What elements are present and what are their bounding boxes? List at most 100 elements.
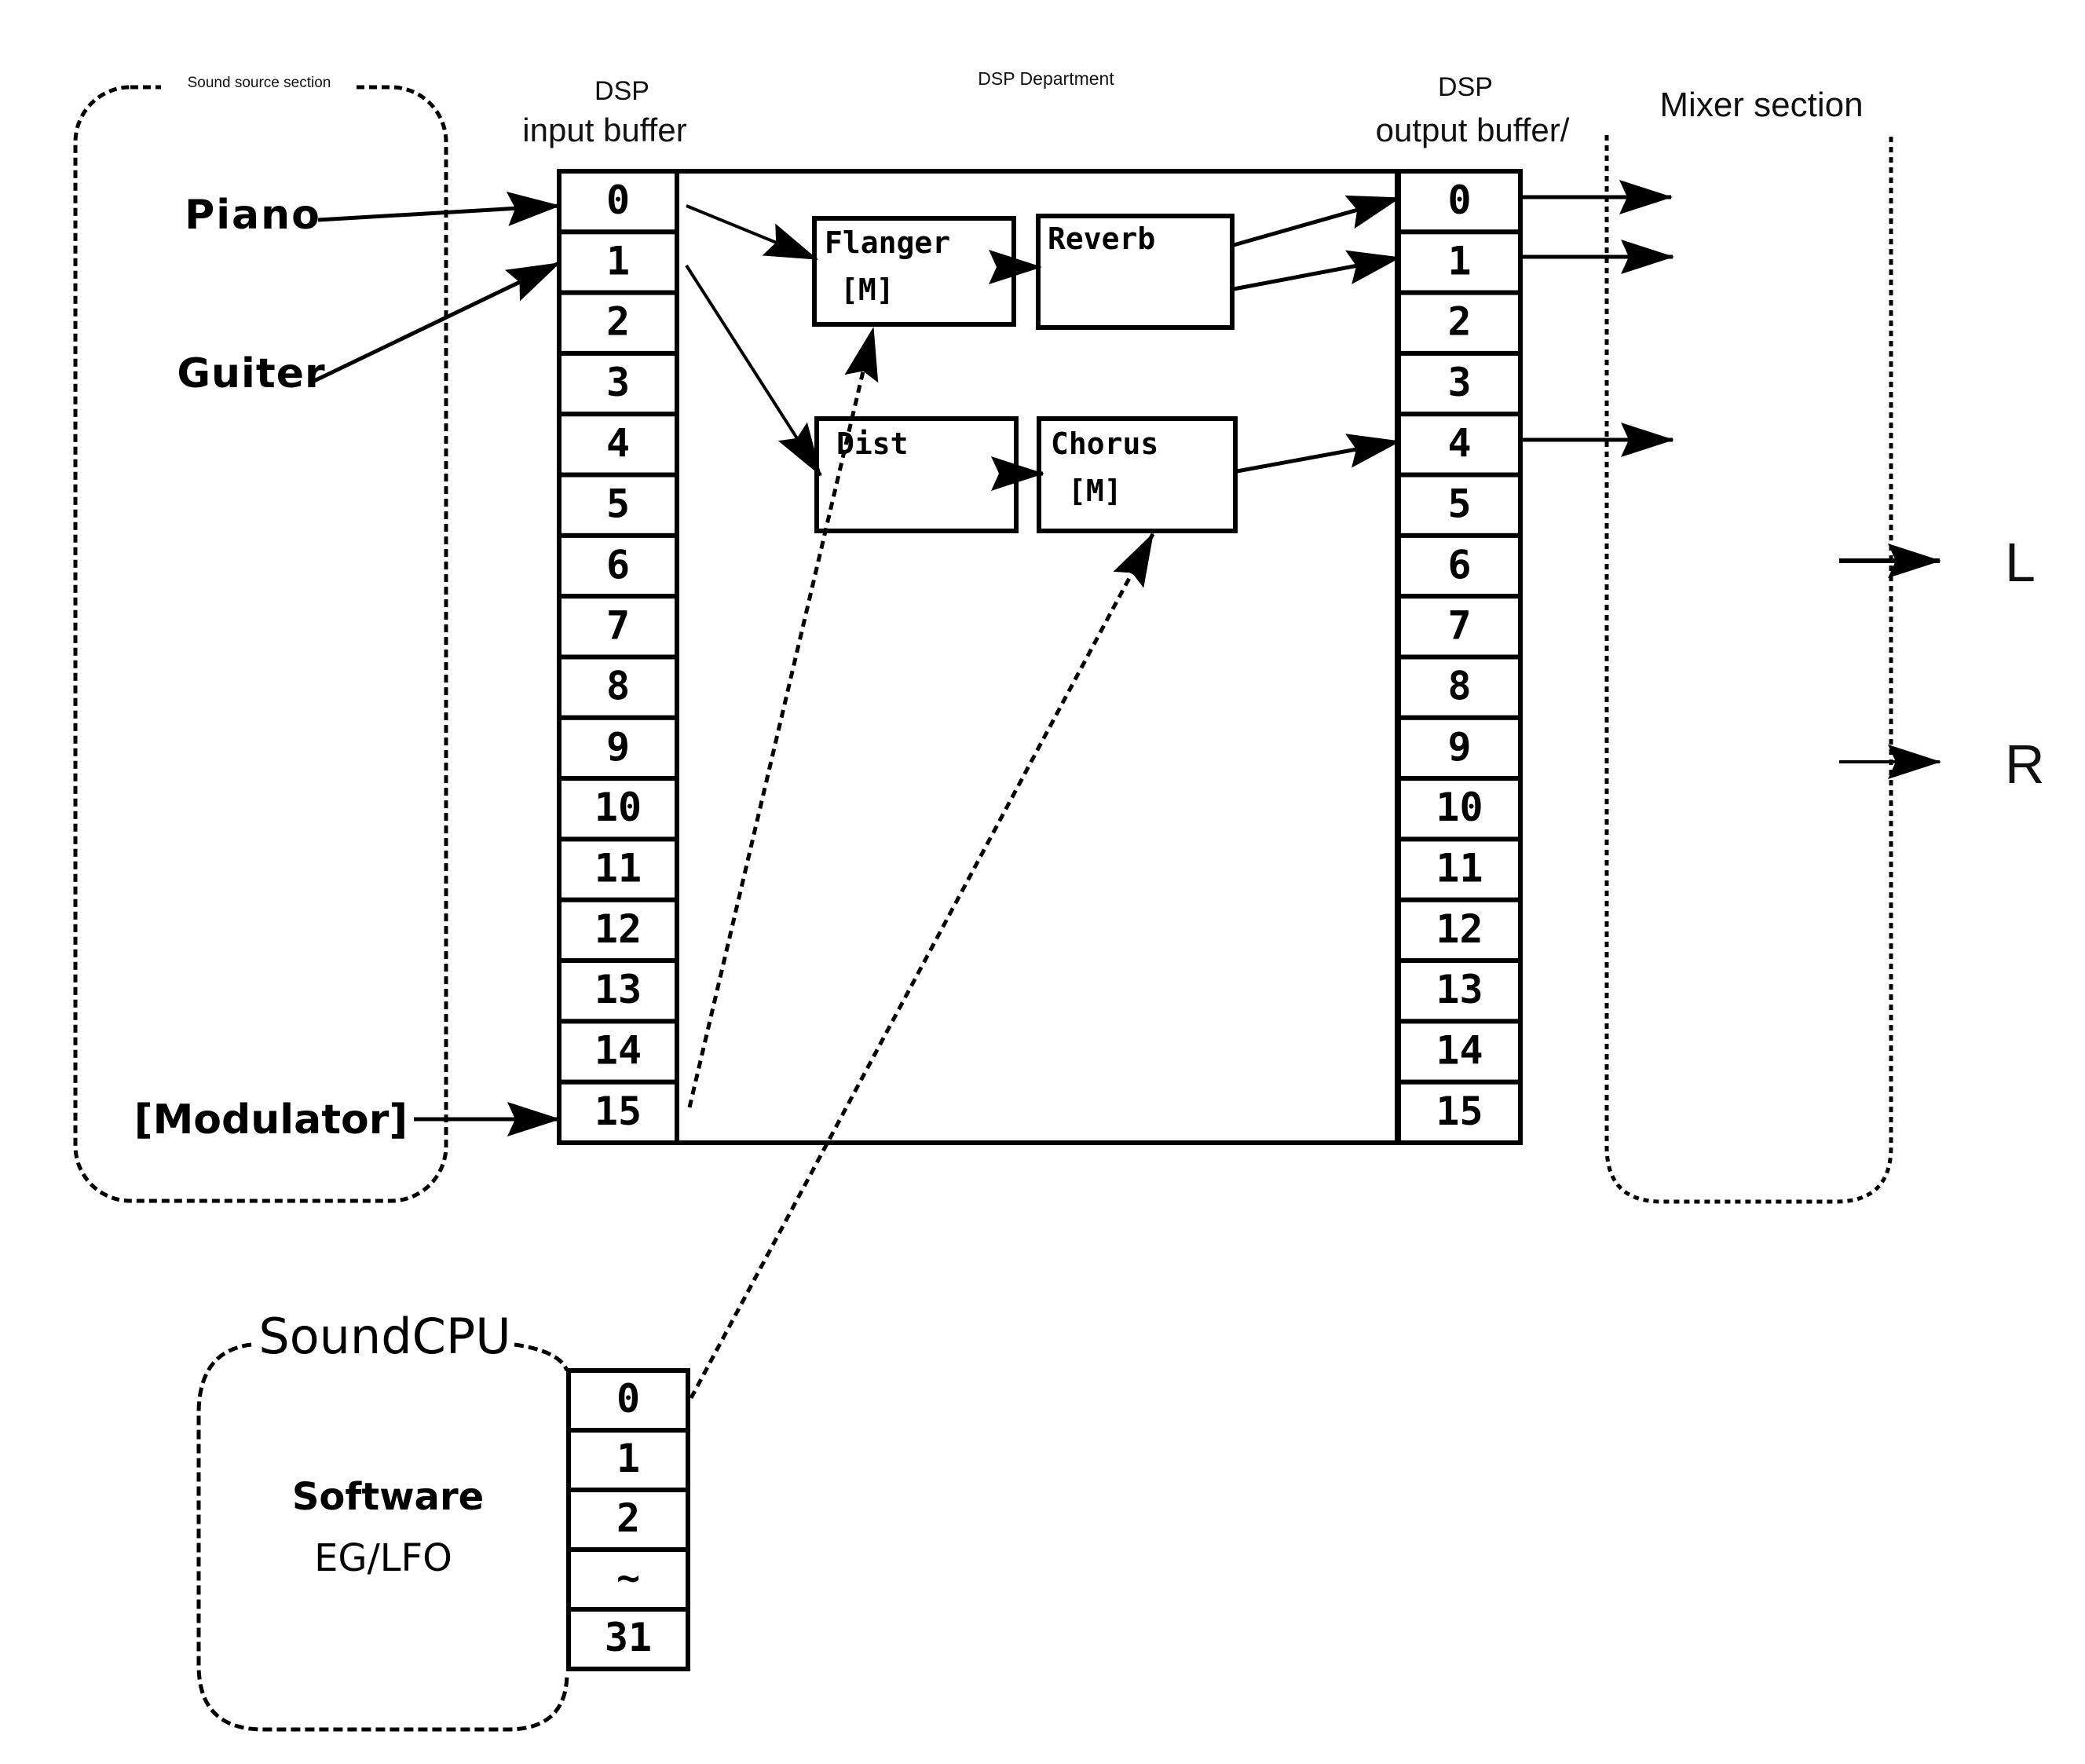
output-buffer-cell-label: 4 [1447,420,1471,466]
output-buffer-cell-box[interactable] [1396,1079,1523,1145]
mixer-border [1604,135,1893,1204]
input-buffer-cell[interactable]: 4 [557,412,679,478]
processor-flanger[interactable]: Flanger [M] [812,216,1016,327]
input-buffer-cell-label: 14 [594,1027,642,1073]
processor-reverb[interactable]: Reverb [1036,214,1235,330]
output-buffer-cell-label: 10 [1436,785,1483,830]
input-buffer-cell[interactable]: 5 [557,472,679,538]
source-piano-label: Piano [185,192,321,239]
output-buffer-cell[interactable]: 5 [1396,472,1523,538]
cpu-buffer-cell[interactable]: 2 [566,1488,690,1552]
dist-box[interactable] [814,416,1019,533]
input-buffer-cell[interactable]: 9 [557,715,679,781]
input-buffer-cell-box[interactable] [557,169,679,235]
input-buffer-cell-box[interactable] [557,532,679,599]
input-buffer-cell-box[interactable] [557,836,679,902]
sound-cpu-label: SoundCPU [258,1308,510,1365]
output-buffer-cell-box[interactable] [1396,594,1523,660]
output-buffer-cell[interactable]: 3 [1396,350,1523,417]
output-buffer-cell[interactable]: 14 [1396,1019,1523,1085]
input-buffer-cell-box[interactable] [557,715,679,781]
output-buffer-cell[interactable]: 7 [1396,594,1523,660]
input-buffer-cell-label: 5 [606,481,630,527]
output-buffer-label-line1: DSP [1438,72,1493,102]
input-buffer-cell[interactable]: 3 [557,350,679,417]
input-buffer-cell-label: 12 [594,906,642,952]
output-buffer-cell[interactable]: 10 [1396,776,1523,842]
cpu-buffer-cell-label: 0 [616,1376,640,1422]
processor-dist[interactable]: Dist [814,416,1019,533]
cpu-buffer-cell[interactable]: 31 [566,1607,690,1671]
cpu-buffer-cell[interactable]: 1 [566,1428,690,1492]
input-buffer-cell-label: 9 [606,724,630,770]
flanger-label: Flanger [825,225,950,260]
output-buffer-cell[interactable]: 13 [1396,958,1523,1024]
output-buffer-cell-box[interactable] [1396,715,1523,781]
output-buffer-cell-label: 8 [1447,664,1471,709]
output-buffer-cell[interactable]: 6 [1396,532,1523,599]
input-buffer-cell-box[interactable] [557,958,679,1024]
output-buffer-cell[interactable]: 11 [1396,836,1523,902]
arrow-piano-to-input-0 [317,191,561,226]
input-buffer-cell-box[interactable] [557,350,679,417]
sound-cpu-content-line1: Software [292,1475,484,1519]
flanger-box[interactable] [812,216,1016,327]
output-buffer-cell[interactable]: 4 [1396,412,1523,478]
output-buffer-cell-box[interactable] [1396,776,1523,842]
input-buffer-cell[interactable]: 2 [557,290,679,356]
output-buffer-cell[interactable]: 12 [1396,897,1523,964]
output-buffer-label-line2: output buffer/ [1376,112,1570,148]
input-buffer-cell-label: 0 [606,177,630,223]
input-buffer-cell-box[interactable] [557,897,679,964]
input-buffer-cell[interactable]: 12 [557,897,679,964]
input-buffer-label-line1: DSP [594,76,649,106]
output-buffer-cell-label: 1 [1447,238,1471,284]
output-buffer-cell-box[interactable] [1396,897,1523,964]
input-buffer-cell[interactable]: 10 [557,776,679,842]
cpu-buffer-cell[interactable]: ~ [566,1547,690,1612]
input-buffer-label-line2: input buffer [522,112,686,148]
sound-cpu-border-top-right [514,1342,569,1372]
input-buffer-cell[interactable]: 14 [557,1019,679,1085]
input-buffer-cell[interactable]: 1 [557,229,679,295]
input-buffer-cell[interactable]: 8 [557,654,679,720]
output-buffer-cell[interactable]: 0 [1396,169,1523,235]
input-buffer-cell[interactable]: 13 [557,958,679,1024]
output-buffer-cell-box[interactable] [1396,1019,1523,1085]
input-buffer-cell-box[interactable] [557,594,679,660]
input-buffer-cell-box[interactable] [557,654,679,720]
reverb-box[interactable] [1036,214,1235,330]
output-buffer-cell[interactable]: 2 [1396,290,1523,356]
input-buffer-cell-label: 4 [606,420,630,466]
output-buffer-cell[interactable]: 1 [1396,229,1523,295]
cpu-buffer-cell[interactable]: 0 [566,1368,690,1433]
arrow-input0-to-flanger [686,204,818,261]
processor-chorus[interactable]: Chorus [M] [1037,416,1238,533]
output-buffer-cell-label: 15 [1436,1089,1483,1134]
output-buffer-cell-label: 14 [1436,1027,1483,1073]
output-buffer-cell[interactable]: 9 [1396,715,1523,781]
mixer-section: L R [1604,135,2045,1204]
input-buffer-cell[interactable]: 15 [557,1079,679,1145]
input-buffer-cell[interactable]: 6 [557,532,679,599]
input-buffer-cell-label: 15 [594,1089,642,1134]
input-buffer-cell[interactable]: 7 [557,594,679,660]
cpu-buffer: 0 12~31 [566,1368,690,1671]
output-buffer-cell-label: 13 [1436,967,1483,1012]
reverb-label: Reverb [1048,221,1155,256]
output-buffer-cell-label: 11 [1436,846,1483,891]
input-buffer-cell[interactable]: 0 [557,169,679,235]
output-buffer-cell-box[interactable] [1396,532,1523,599]
output-buffer-cell[interactable]: 8 [1396,654,1523,720]
input-buffer-cell-box[interactable] [557,1079,679,1145]
sound-source-border [73,85,448,1203]
output-buffer-cell-box[interactable] [1396,958,1523,1024]
output-buffer-cell[interactable]: 15 [1396,1079,1523,1145]
input-buffer-cell[interactable]: 11 [557,836,679,902]
input-buffer-cell-box[interactable] [557,776,679,842]
input-buffer-cell-box[interactable] [557,412,679,478]
cpu-buffer-cell-box[interactable] [566,1607,690,1671]
input-buffer-cell-box[interactable] [557,472,679,538]
